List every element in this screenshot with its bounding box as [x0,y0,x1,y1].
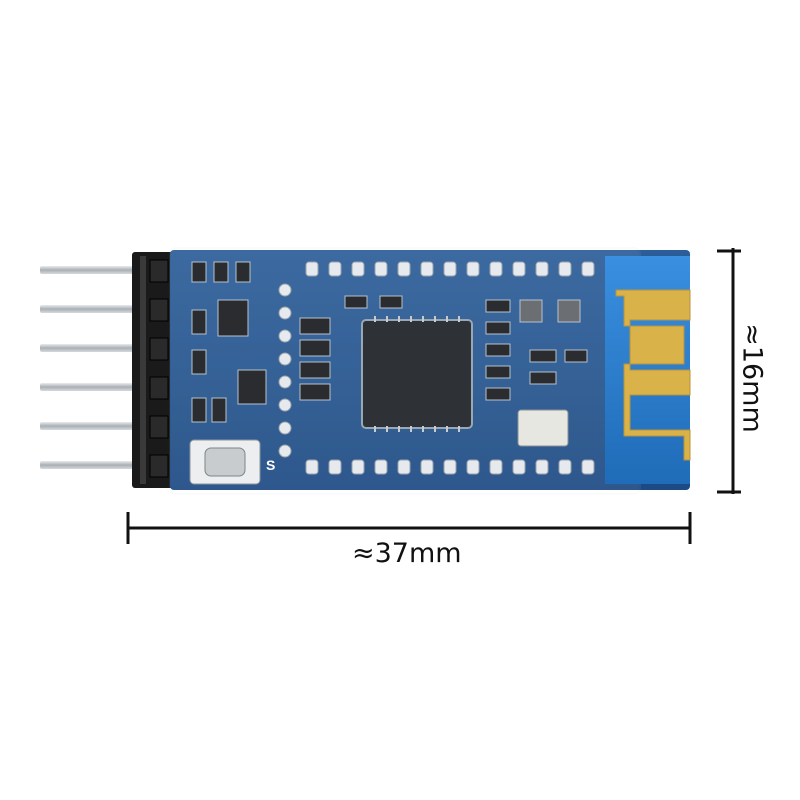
antenna-icon [605,256,691,484]
pin-header-icon [40,252,174,488]
crystal [517,409,569,447]
top-pads [305,261,595,277]
push-button-icon [189,439,261,485]
bottom-pads [305,459,595,475]
chip-icon [361,316,473,432]
side-pads [278,283,292,458]
dimension-arrow-icon [126,248,741,544]
smd-components [191,261,588,423]
silkscreen-s: S [266,457,275,473]
width-dimension-label: ≈37mm [352,538,462,569]
height-dimension-label: ≈16mm [736,323,768,433]
pcb-board: S [169,247,691,495]
